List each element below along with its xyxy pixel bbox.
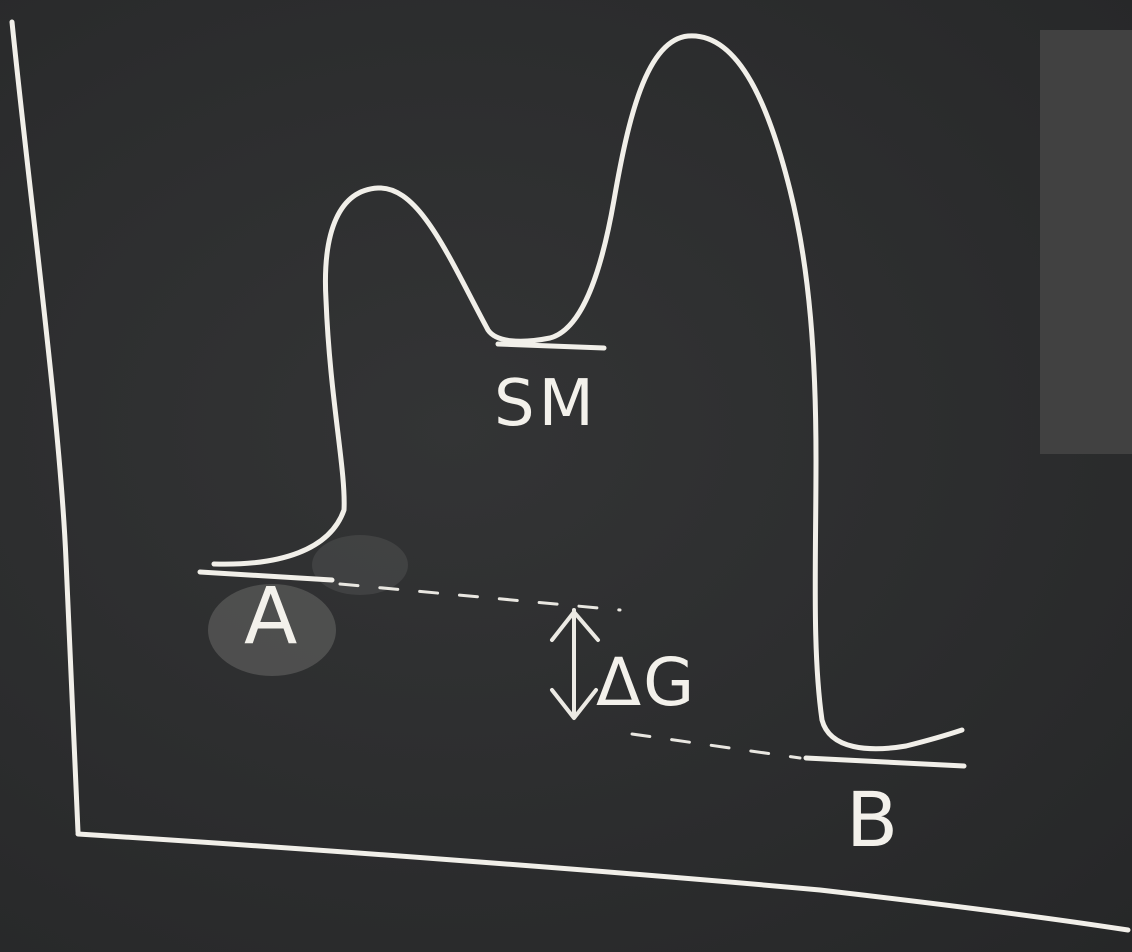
chalk-smudge	[208, 584, 336, 676]
x-axis	[75, 831, 1131, 933]
energy-curve	[211, 33, 965, 752]
y-axis	[9, 19, 81, 835]
level-sm-line	[495, 341, 607, 351]
dashed-line-b	[630, 732, 802, 760]
dashed-line-a	[338, 582, 622, 612]
arrow-down-head-icon	[550, 688, 598, 720]
delta-g-label: ΔG	[596, 644, 697, 721]
state-label-b: B	[846, 775, 903, 864]
state-label-sm: SM	[494, 367, 598, 441]
chalk-smudge	[312, 535, 408, 595]
arrow-up-head-icon	[550, 610, 600, 642]
level-b-line	[803, 755, 967, 769]
gray-overlay-panel	[1040, 30, 1132, 454]
level-a-line	[197, 569, 335, 583]
state-label-a: A	[244, 572, 302, 662]
